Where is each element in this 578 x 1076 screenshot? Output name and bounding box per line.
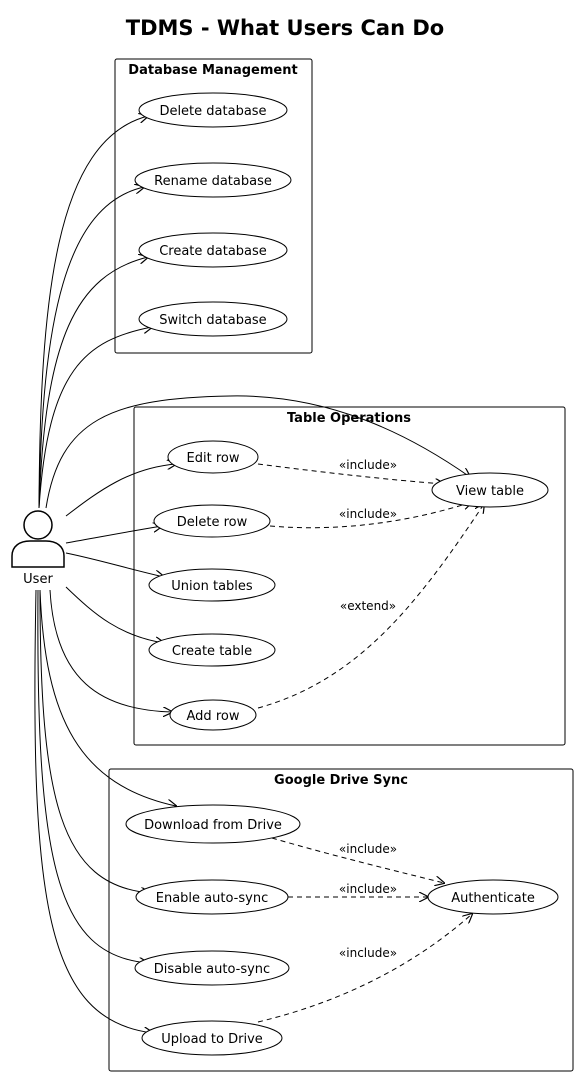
association-view-table xyxy=(45,395,470,509)
use-case-label: View table xyxy=(456,484,524,499)
dependency-label: «extend» xyxy=(340,599,396,613)
use-case-view-table[interactable]: View table xyxy=(431,472,549,508)
association-switch-database xyxy=(38,327,152,509)
use-case-ellipse xyxy=(135,879,289,915)
dependency-label: «include» xyxy=(339,882,397,896)
use-case-ellipse xyxy=(134,950,290,986)
use-case-authenticate[interactable]: Authenticate xyxy=(427,879,559,915)
use-case-create-database[interactable]: Create database xyxy=(138,232,288,268)
association-create-table xyxy=(65,586,164,643)
dependency-add-row-view-table xyxy=(257,504,484,709)
use-case-ellipse xyxy=(125,804,301,844)
use-case-label: Download from Drive xyxy=(144,818,282,833)
use-case-label: Delete database xyxy=(159,104,266,119)
use-case-ellipse xyxy=(148,568,276,602)
dependency-label: «include» xyxy=(339,842,397,856)
use-case-label: Switch database xyxy=(159,313,266,328)
use-case-switch-database[interactable]: Switch database xyxy=(138,301,288,337)
package-table-operations: Table Operations xyxy=(133,406,566,746)
use-case-download-from-drive[interactable]: Download from Drive xyxy=(125,804,301,844)
association-enable-auto-sync xyxy=(39,589,150,893)
use-case-rename-database[interactable]: Rename database xyxy=(134,162,292,198)
use-case-upload-to-drive[interactable]: Upload to Drive xyxy=(141,1020,283,1056)
package-frame xyxy=(114,58,313,354)
associations xyxy=(34,116,470,1033)
package-title: Database Management xyxy=(128,63,297,78)
association-create-database xyxy=(38,257,148,509)
use-case-ellipse xyxy=(138,232,288,268)
use-case-edit-row[interactable]: Edit row xyxy=(167,440,259,474)
use-case-enable-auto-sync[interactable]: Enable auto-sync xyxy=(135,879,289,915)
association-rename-database xyxy=(38,187,144,509)
actor-head-icon xyxy=(23,510,53,540)
use-case-ellipse xyxy=(431,472,549,508)
dependency-upload-authenticate xyxy=(257,914,472,1023)
dependency-label: «include» xyxy=(339,946,397,960)
use-case-label: Edit row xyxy=(187,451,240,466)
use-case-label: Rename database xyxy=(154,174,272,189)
use-case-label: Delete row xyxy=(177,515,248,530)
use-case-ellipse xyxy=(134,162,292,198)
use-case-ellipse xyxy=(141,1020,283,1056)
association-add-row xyxy=(49,589,172,712)
use-case-ellipse xyxy=(427,879,559,915)
use-case-ellipse xyxy=(138,301,288,337)
dependencies: «include» «include» «extend» «include» «… xyxy=(257,458,484,1023)
use-case-label: Union tables xyxy=(171,579,253,594)
package-database-management: Database Management xyxy=(114,58,313,354)
use-case-ellipse xyxy=(169,699,257,731)
use-case-ellipse xyxy=(167,440,259,474)
actor-body-icon xyxy=(11,540,65,568)
use-case-label: Create table xyxy=(172,644,252,659)
association-union-tables xyxy=(65,552,164,577)
dependency-delete-row-view-table xyxy=(269,502,472,529)
use-case-ellipse xyxy=(138,92,288,128)
use-case-label: Create database xyxy=(159,244,267,259)
package-title: Table Operations xyxy=(287,411,411,426)
use-case-label: Enable auto-sync xyxy=(156,891,268,906)
diagram-title: TDMS - What Users Can Do xyxy=(126,16,444,40)
dependency-download-authenticate xyxy=(271,837,444,883)
package-frame xyxy=(108,768,574,1072)
association-disable-auto-sync xyxy=(37,589,148,963)
dependency-label: «include» xyxy=(339,458,397,472)
association-edit-row xyxy=(65,464,176,517)
package-google-drive-sync: Google Drive Sync xyxy=(108,768,574,1072)
use-case-ellipse xyxy=(148,633,276,667)
association-delete-database xyxy=(38,116,148,509)
actor-label: User xyxy=(23,572,53,587)
dependency-edit-row-view-table xyxy=(257,463,444,484)
package-frame xyxy=(133,406,566,746)
use-case-disable-auto-sync[interactable]: Disable auto-sync xyxy=(134,950,290,986)
use-case-label: Upload to Drive xyxy=(161,1032,263,1047)
association-download-from-drive xyxy=(39,589,176,806)
use-case-delete-database[interactable]: Delete database xyxy=(138,92,288,128)
use-case-label: Add row xyxy=(187,709,240,724)
actor-user[interactable]: User xyxy=(11,510,65,587)
dependency-label: «include» xyxy=(339,507,397,521)
association-upload-to-drive xyxy=(34,589,153,1033)
use-case-delete-row[interactable]: Delete row xyxy=(153,504,271,538)
package-title: Google Drive Sync xyxy=(274,773,408,788)
use-case-label: Authenticate xyxy=(451,891,535,906)
use-case-union-tables[interactable]: Union tables xyxy=(148,568,276,602)
association-delete-row xyxy=(65,526,162,544)
use-case-label: Disable auto-sync xyxy=(154,962,270,977)
use-case-ellipse xyxy=(153,504,271,538)
use-case-add-row[interactable]: Add row xyxy=(169,699,257,731)
use-case-create-table[interactable]: Create table xyxy=(148,633,276,667)
